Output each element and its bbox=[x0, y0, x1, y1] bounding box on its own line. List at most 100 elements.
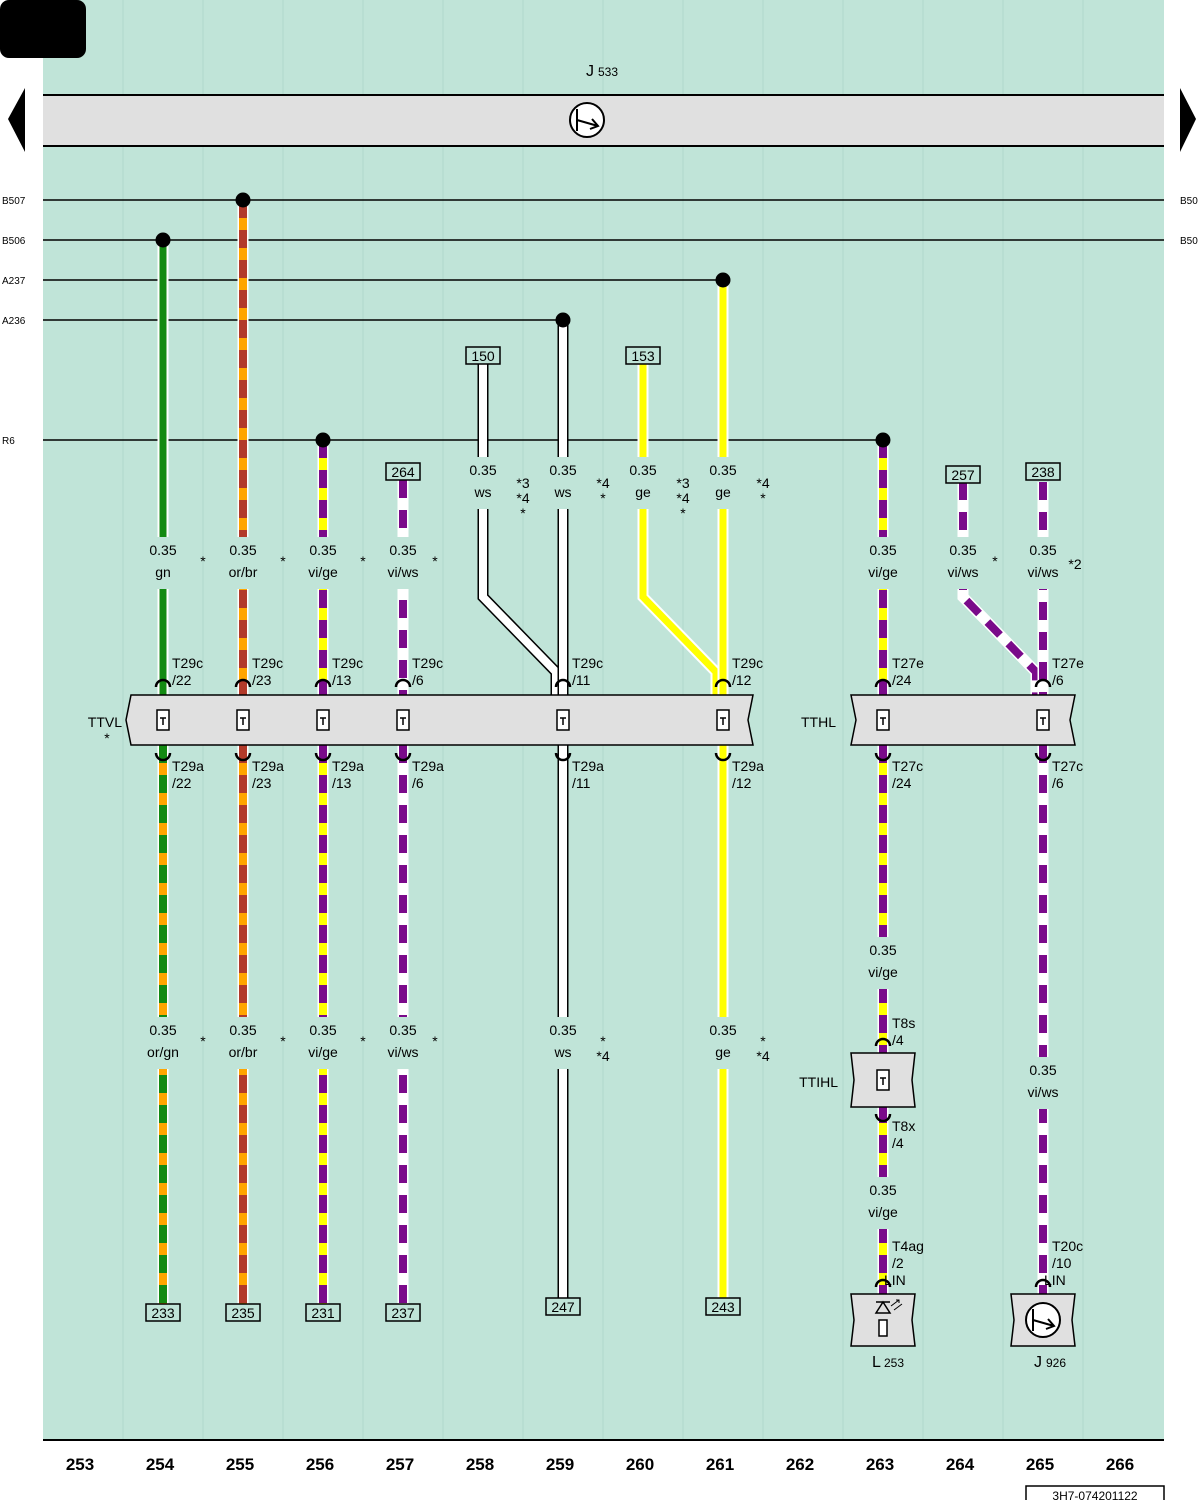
pin-lower-name: T29a bbox=[252, 758, 284, 774]
wire-label-bg bbox=[133, 1017, 193, 1069]
ref-231: 231 bbox=[311, 1305, 335, 1321]
wire-note-label-line: *4 bbox=[756, 1048, 769, 1064]
wire-size-label: 0.35 bbox=[229, 1022, 256, 1038]
wire-note-label-line: * bbox=[360, 553, 366, 569]
wire-note-label-line: * bbox=[432, 1033, 438, 1049]
wire-note-label: * bbox=[992, 553, 998, 569]
column-number-258: 258 bbox=[466, 1455, 494, 1474]
corner-tab bbox=[0, 0, 86, 58]
pin-upper-number: /24 bbox=[892, 672, 912, 688]
pin-lower-number: /6 bbox=[412, 775, 424, 791]
wire-label-bg bbox=[533, 1017, 593, 1069]
pin-upper-name: T29c bbox=[332, 655, 363, 671]
pin-lower-number: /13 bbox=[332, 775, 352, 791]
pin-upper-name: T29c bbox=[732, 655, 763, 671]
column-number-254: 254 bbox=[146, 1455, 175, 1474]
pin-icon-mark bbox=[880, 1077, 886, 1085]
wire-label-bg bbox=[613, 457, 673, 509]
pin-upper-number: /12 bbox=[732, 672, 752, 688]
junction-dot bbox=[315, 432, 331, 448]
wire-note-label: * bbox=[200, 553, 206, 569]
wire-note-label-line: * bbox=[600, 1033, 606, 1049]
column-number-266: 266 bbox=[1106, 1455, 1134, 1474]
pin-upper-number: /23 bbox=[252, 672, 272, 688]
pin-icon bbox=[876, 709, 890, 731]
wire-note-label-line: * bbox=[760, 1033, 766, 1049]
wire-note-label-line: *3 bbox=[676, 475, 689, 491]
wire-size-label: 0.35 bbox=[309, 1022, 336, 1038]
wire-color-label: or/gn bbox=[147, 1044, 179, 1060]
wire-note-label-line: * bbox=[760, 490, 766, 506]
ref-233: 233 bbox=[151, 1305, 175, 1321]
pin-t8s-number: /4 bbox=[892, 1032, 904, 1048]
wire-color-label: ws bbox=[553, 484, 571, 500]
pin-lower-name: T29a bbox=[412, 758, 444, 774]
pin-t8s-name: T8s bbox=[892, 1015, 915, 1031]
wire-color-label: vi/ge bbox=[868, 964, 898, 980]
pin-t4ag-number: /2 bbox=[892, 1255, 904, 1271]
pin-socket-arc bbox=[154, 752, 172, 762]
ref-237-box bbox=[385, 1303, 421, 1322]
wire-note-label: *4* bbox=[756, 475, 769, 506]
pin-t20c-lin: LIN bbox=[1044, 1272, 1066, 1288]
wire-label-bg bbox=[213, 537, 273, 589]
connector-ttvl[interactable] bbox=[125, 694, 754, 746]
control-unit-icon bbox=[569, 102, 605, 138]
wire-label-bg bbox=[693, 1017, 753, 1069]
wire-note-label-line: *4 bbox=[676, 490, 689, 506]
wire-size-label: 0.35 bbox=[149, 542, 176, 558]
pin-lower-name: T29a bbox=[172, 758, 204, 774]
pin-socket-arc bbox=[874, 1278, 892, 1288]
led-icon bbox=[874, 1299, 903, 1337]
wire-color-label: ws bbox=[473, 484, 491, 500]
ref-235: 235 bbox=[231, 1305, 255, 1321]
page-prev-arrow-icon[interactable] bbox=[8, 88, 25, 152]
column-number-262: 262 bbox=[786, 1455, 814, 1474]
pin-upper-number: /6 bbox=[1052, 672, 1064, 688]
wire-note-label: * bbox=[280, 1033, 286, 1049]
wire-label-bg bbox=[533, 457, 593, 509]
pin-socket-arc bbox=[874, 678, 892, 688]
pin-lower-number: /12 bbox=[732, 775, 752, 791]
bus-label-r6: R6 bbox=[2, 436, 15, 447]
pin-lower-name: T29a bbox=[332, 758, 364, 774]
transistor-icon bbox=[576, 109, 600, 131]
wire-label-bg bbox=[853, 1177, 913, 1229]
ref-153-box bbox=[625, 346, 661, 365]
pin-lower-number: /11 bbox=[572, 775, 591, 791]
pin-icon bbox=[876, 1069, 890, 1091]
ref-247: 247 bbox=[551, 1299, 575, 1315]
connector-label-ttvl: TTVL bbox=[88, 714, 122, 730]
wire-note-label-line: * bbox=[280, 553, 286, 569]
bus-label-a236: A236 bbox=[2, 316, 26, 327]
wire-size-label: 0.35 bbox=[149, 1022, 176, 1038]
wire-note-label-line: * bbox=[280, 1033, 286, 1049]
pin-socket-arc bbox=[394, 752, 412, 762]
pin-socket-arc bbox=[874, 752, 892, 762]
wire-size-label: 0.35 bbox=[709, 462, 736, 478]
wire-label-bg bbox=[453, 457, 513, 509]
connector-tthl[interactable] bbox=[850, 694, 1076, 746]
pin-icon bbox=[316, 709, 330, 731]
wire-note-label-line: *4 bbox=[516, 490, 529, 506]
wire-note-label: *4* bbox=[596, 475, 609, 506]
wire-color-label: or/br bbox=[229, 1044, 258, 1060]
pin-socket-arc bbox=[1034, 1278, 1052, 1288]
wire-label-bg bbox=[133, 537, 193, 589]
pin-icon-mark bbox=[240, 717, 246, 725]
page-next-arrow-icon[interactable] bbox=[1180, 88, 1196, 152]
wire-note-label: **4 bbox=[596, 1033, 609, 1064]
bus-label-right-b506: B50 bbox=[1180, 236, 1198, 247]
component-j926-label: J bbox=[1034, 1354, 1042, 1371]
ref-257-box bbox=[945, 465, 981, 484]
pin-lower-name: T27c bbox=[1052, 758, 1083, 774]
wire-label-bg bbox=[293, 537, 353, 589]
pin-t4ag-name: T4ag bbox=[892, 1238, 924, 1254]
pin-socket-arc bbox=[714, 752, 732, 762]
pin-socket-arc bbox=[394, 678, 412, 688]
control-unit-j926-icon bbox=[1025, 1302, 1061, 1338]
wire-color-label: vi/ws bbox=[1027, 1084, 1058, 1100]
wire-note-label: * bbox=[432, 553, 438, 569]
wire-note-label-line: * bbox=[680, 505, 686, 521]
ref-150-box bbox=[465, 346, 501, 365]
